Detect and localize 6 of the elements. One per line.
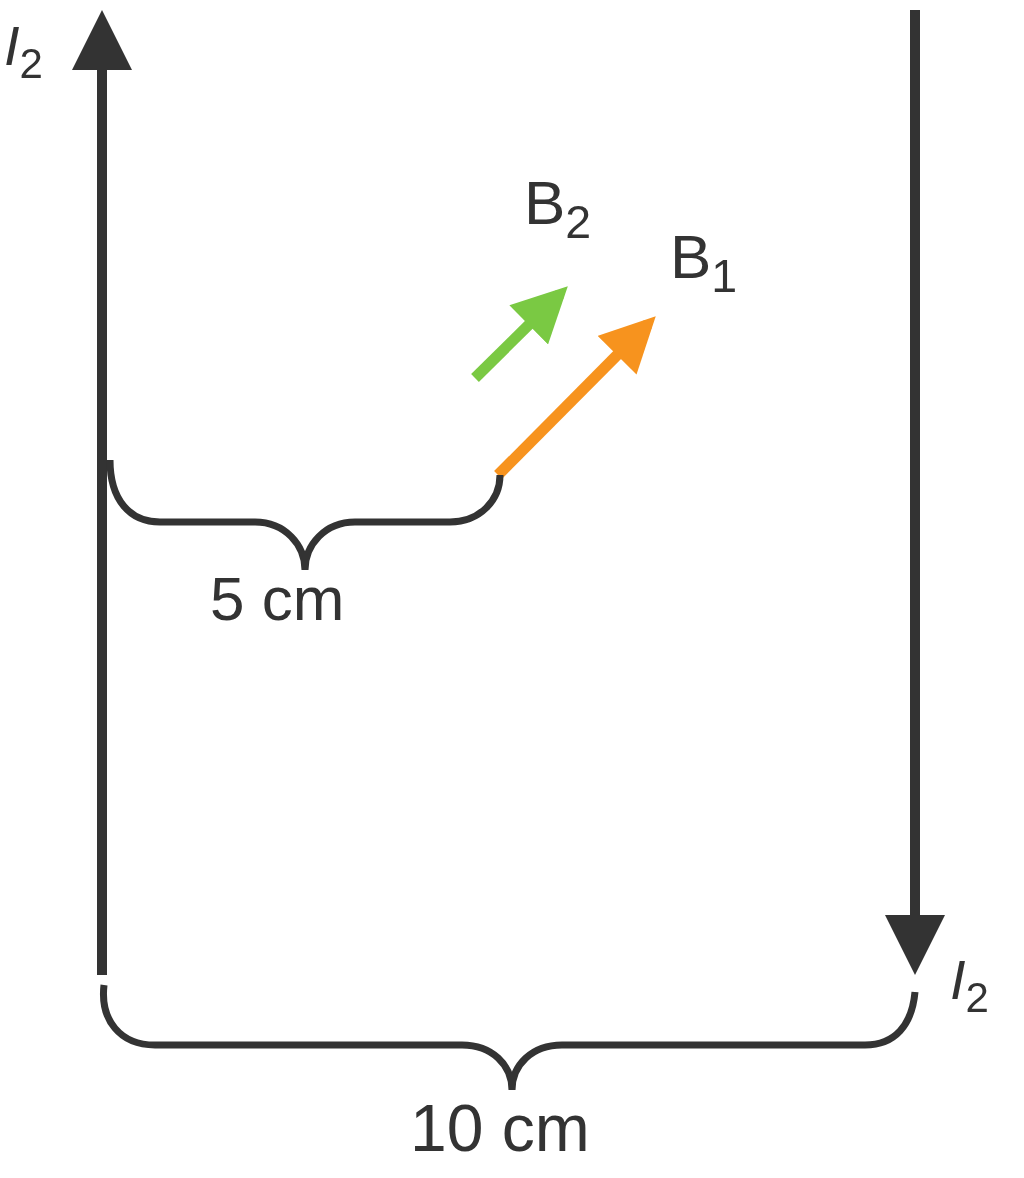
- current-label: I$_{2}$: [4, 18, 43, 85]
- dimension-label: 5 cm: [210, 568, 345, 630]
- field-label: B$_{2}$: [524, 172, 592, 246]
- current-label: I$_{2}$: [950, 952, 989, 1019]
- field-label: B$_{1}$: [670, 226, 738, 300]
- dimension-label: 10 cm: [410, 1095, 590, 1161]
